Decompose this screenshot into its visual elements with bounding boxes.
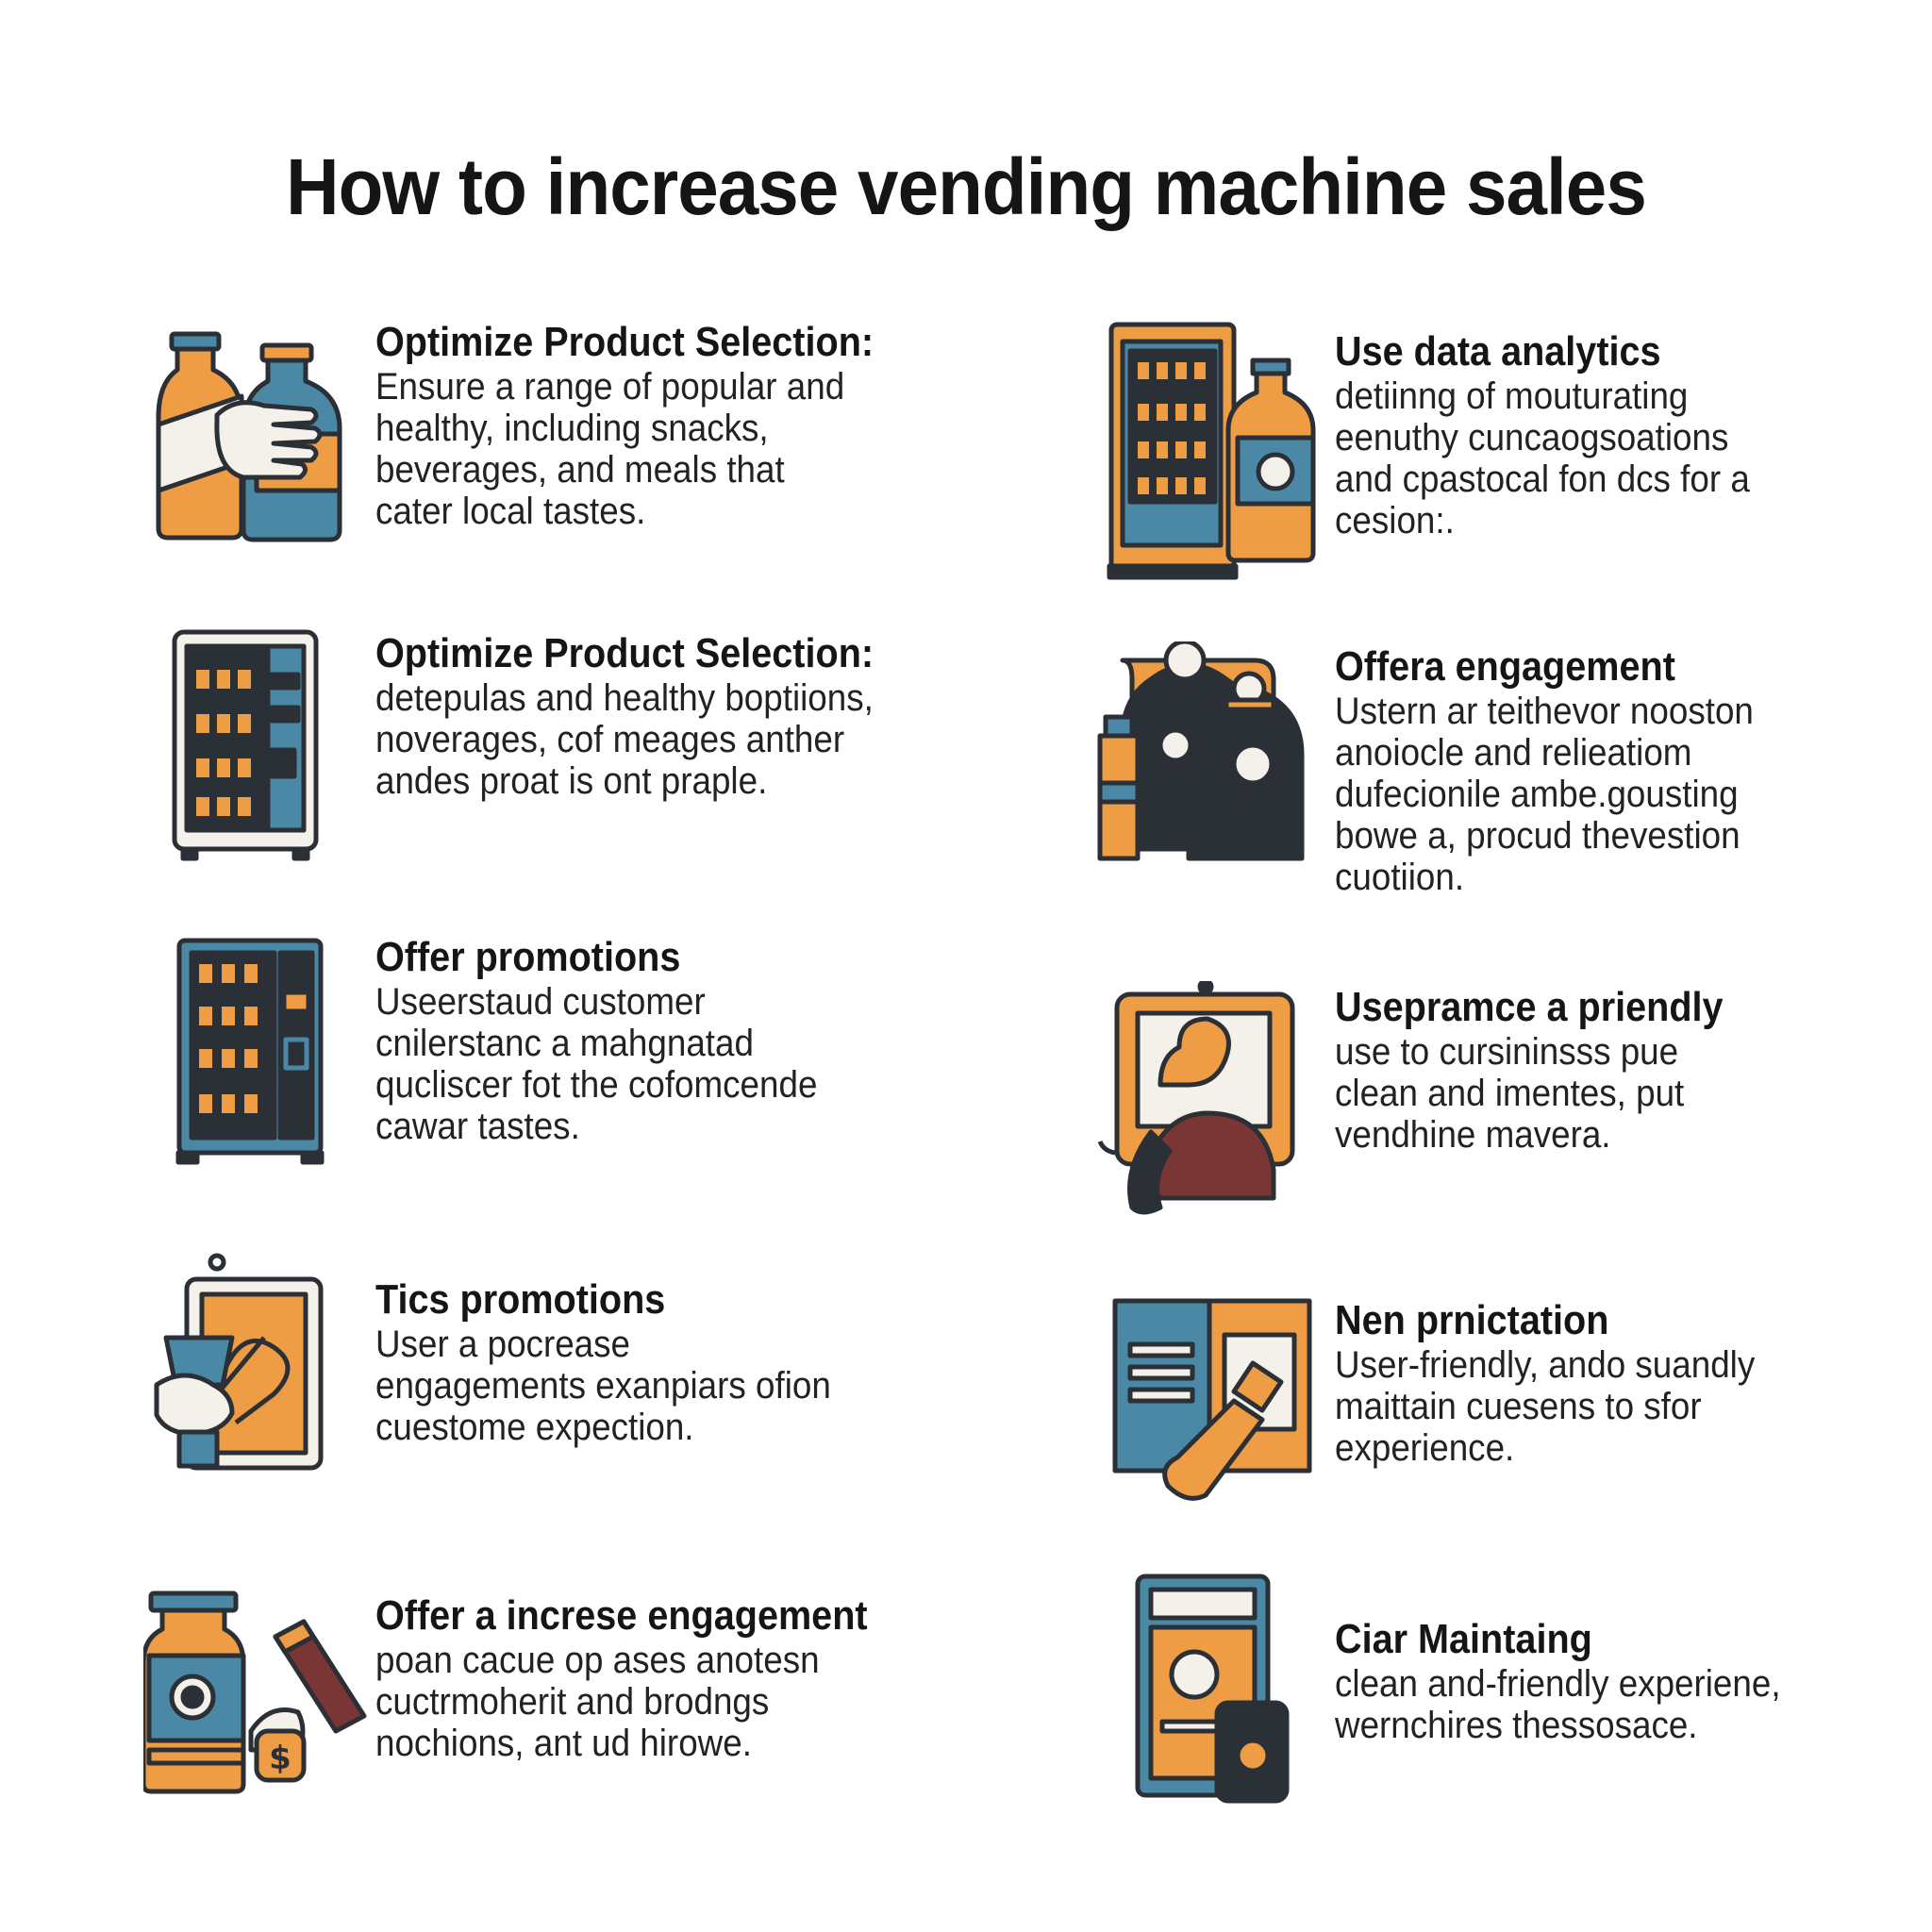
tip-heading: Tics promotions xyxy=(375,1276,666,1323)
tip-body: User a pocrease engagements exanpiars of… xyxy=(375,1324,831,1448)
tablet-cup-icon xyxy=(151,1253,330,1479)
person-screen-icon xyxy=(1094,981,1302,1217)
bottle-payment-icon: $ xyxy=(143,1590,370,1797)
tip-body: clean and-friendly experiene, wernchires… xyxy=(1335,1663,1781,1746)
tip-heading: Offer a increse engagement xyxy=(375,1592,868,1639)
bottles-hand-icon xyxy=(151,330,349,547)
svg-text:$: $ xyxy=(269,1740,291,1777)
tip-body: User-friendly, ando suandly maittain cue… xyxy=(1335,1344,1756,1469)
phone-smiley-icon xyxy=(1132,1571,1292,1807)
vending-machine-bottle-icon xyxy=(1106,319,1323,583)
tip-body: detepulas and healthy boptiions, noverag… xyxy=(375,677,874,802)
tip-body: use to cursininsss pue clean and imentes… xyxy=(1335,1031,1685,1156)
vending-machine-blue-icon xyxy=(175,936,325,1167)
vending-machine-icon xyxy=(170,627,321,863)
tip-heading: Offer promotions xyxy=(375,934,681,980)
tip-heading: Use data analytics xyxy=(1335,328,1661,375)
tip-body: poan cacue op ases anotesn cuctrmoherit … xyxy=(375,1640,820,1764)
tip-heading: Optimize Product Selection: xyxy=(375,630,874,676)
tip-body: Useerstaud customer cnilerstanc a mahgna… xyxy=(375,981,818,1147)
book-bottle-icon xyxy=(1111,1297,1319,1505)
tip-body: Ensure a range of popular and healthy, i… xyxy=(375,366,845,532)
bottles-group-icon xyxy=(1094,641,1321,868)
tip-heading: Offera engagement xyxy=(1335,643,1675,690)
page-title: How to increase vending machine sales xyxy=(286,142,1647,231)
tip-heading: Nen prnictation xyxy=(1335,1297,1609,1343)
tip-heading: Ciar Maintaing xyxy=(1335,1616,1592,1662)
tip-heading: Optimize Product Selection: xyxy=(375,319,874,365)
tip-body: detiinng of mouturating eenuthy cuncaogs… xyxy=(1335,375,1750,541)
tip-heading: Usepramce a priendly xyxy=(1335,984,1724,1030)
tip-body: Ustern ar teithevor nooston anoiocle and… xyxy=(1335,691,1754,898)
